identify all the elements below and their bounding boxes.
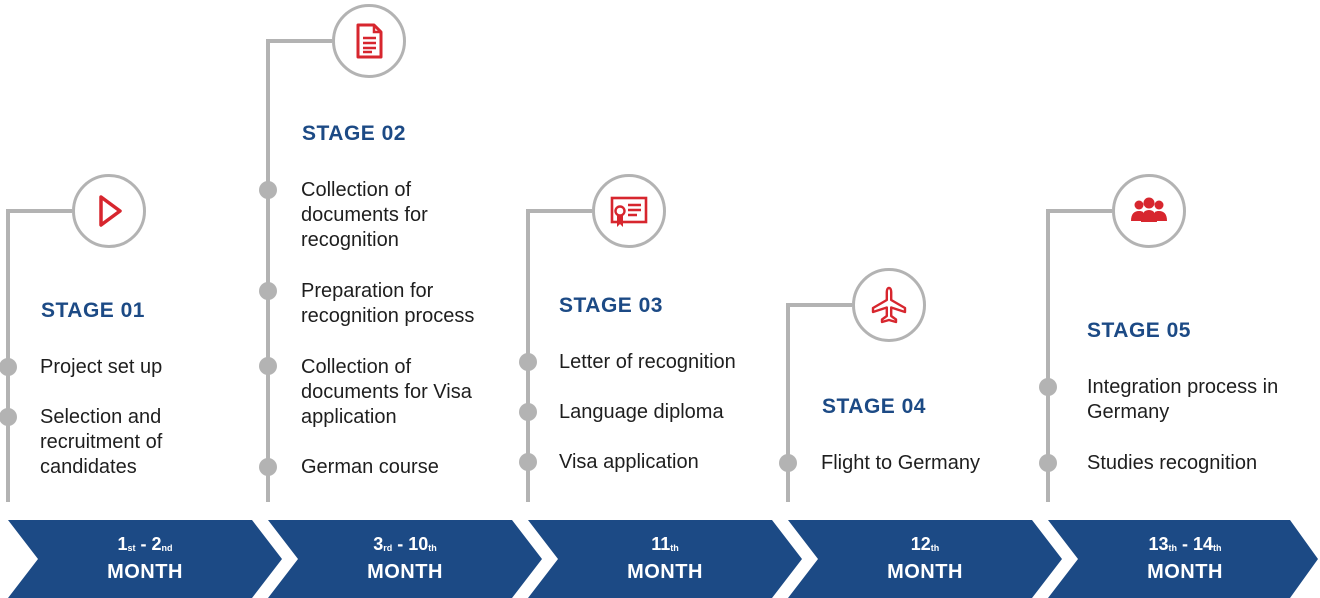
bullet-dot [259, 181, 277, 199]
bullet-dot [1039, 378, 1057, 396]
bullet-dot [779, 454, 797, 472]
stage-01-item: Project set up [40, 356, 163, 378]
stage-02-item: Collection of documents for Visa applica… [301, 356, 472, 428]
stage-02-title: STAGE 02 [302, 122, 406, 145]
bullet-dot [519, 453, 537, 471]
period-label-stage-03: 11th MONTH [565, 532, 765, 585]
timeline-chevrons [8, 520, 1318, 598]
stage-03-icon-circle [592, 174, 666, 248]
month-range: 13th - 14th [1148, 534, 1222, 554]
chevron-stage-05 [1048, 520, 1318, 598]
bullet-dot [519, 353, 537, 371]
bullet-dot [0, 408, 17, 426]
stage-05-icon-circle [1112, 174, 1186, 248]
stage-01-title: STAGE 01 [41, 299, 145, 322]
airplane-icon [871, 286, 907, 324]
stage-05-item: Integration process in Germany [1087, 376, 1279, 423]
stage-03-item: Visa application [559, 451, 699, 473]
bullet-dots [0, 181, 1057, 476]
stage-02-item: Collection of documents for recognition [301, 179, 428, 251]
month-word: MONTH [1147, 561, 1223, 583]
stage-03-title: STAGE 03 [559, 294, 663, 317]
bullet-dot [519, 403, 537, 421]
month-range: 11th [651, 534, 679, 554]
bullet-dot [1039, 454, 1057, 472]
certificate-icon [610, 196, 648, 227]
connector-stage-04 [786, 303, 852, 502]
bullet-dot [0, 358, 17, 376]
stage-05-item: Studies recognition [1087, 452, 1258, 474]
connector-stage-05 [1046, 209, 1112, 502]
bullet-dot [259, 357, 277, 375]
bullet-dot [259, 282, 277, 300]
stage-04-item: Flight to Germany [821, 452, 980, 474]
document-icon [356, 23, 383, 59]
connector-lines [6, 39, 1112, 502]
stage-02-item: German course [301, 456, 439, 478]
stage-04-icon-circle [852, 268, 926, 342]
chevron-stage-02 [268, 520, 542, 598]
stage-02-icon-circle [332, 4, 406, 78]
month-word: MONTH [367, 561, 443, 583]
stage-04-title: STAGE 04 [822, 395, 926, 418]
month-word: MONTH [107, 561, 183, 583]
stage-05-title: STAGE 05 [1087, 319, 1191, 342]
chevron-stage-03 [528, 520, 802, 598]
period-label-stage-01: 1st - 2nd MONTH [45, 532, 245, 585]
month-range: 3rd - 10th [373, 534, 437, 554]
play-icon [99, 195, 122, 227]
chevron-stage-01 [8, 520, 282, 598]
stage-02-item: Preparation for recognition process [301, 280, 475, 327]
month-range: 12th [910, 534, 940, 554]
month-range: 1st - 2nd [117, 534, 173, 554]
connector-stage-01 [6, 209, 72, 502]
group-icon [1131, 197, 1167, 222]
stage-01-icon-circle [72, 174, 146, 248]
period-label-stage-05: 13th - 14th MONTH [1085, 532, 1285, 585]
bullet-dot [259, 458, 277, 476]
chevron-stage-04 [788, 520, 1062, 598]
stage-03-item: Language diploma [559, 401, 724, 423]
month-word: MONTH [887, 561, 963, 583]
month-word: MONTH [627, 561, 703, 583]
connector-stage-02 [266, 39, 332, 502]
period-label-stage-04: 12th MONTH [825, 532, 1025, 585]
period-label-stage-02: 3rd - 10th MONTH [305, 532, 505, 585]
stage-03-item: Letter of recognition [559, 351, 736, 373]
stage-01-item: Selection and recruitment of candidates [40, 406, 163, 478]
